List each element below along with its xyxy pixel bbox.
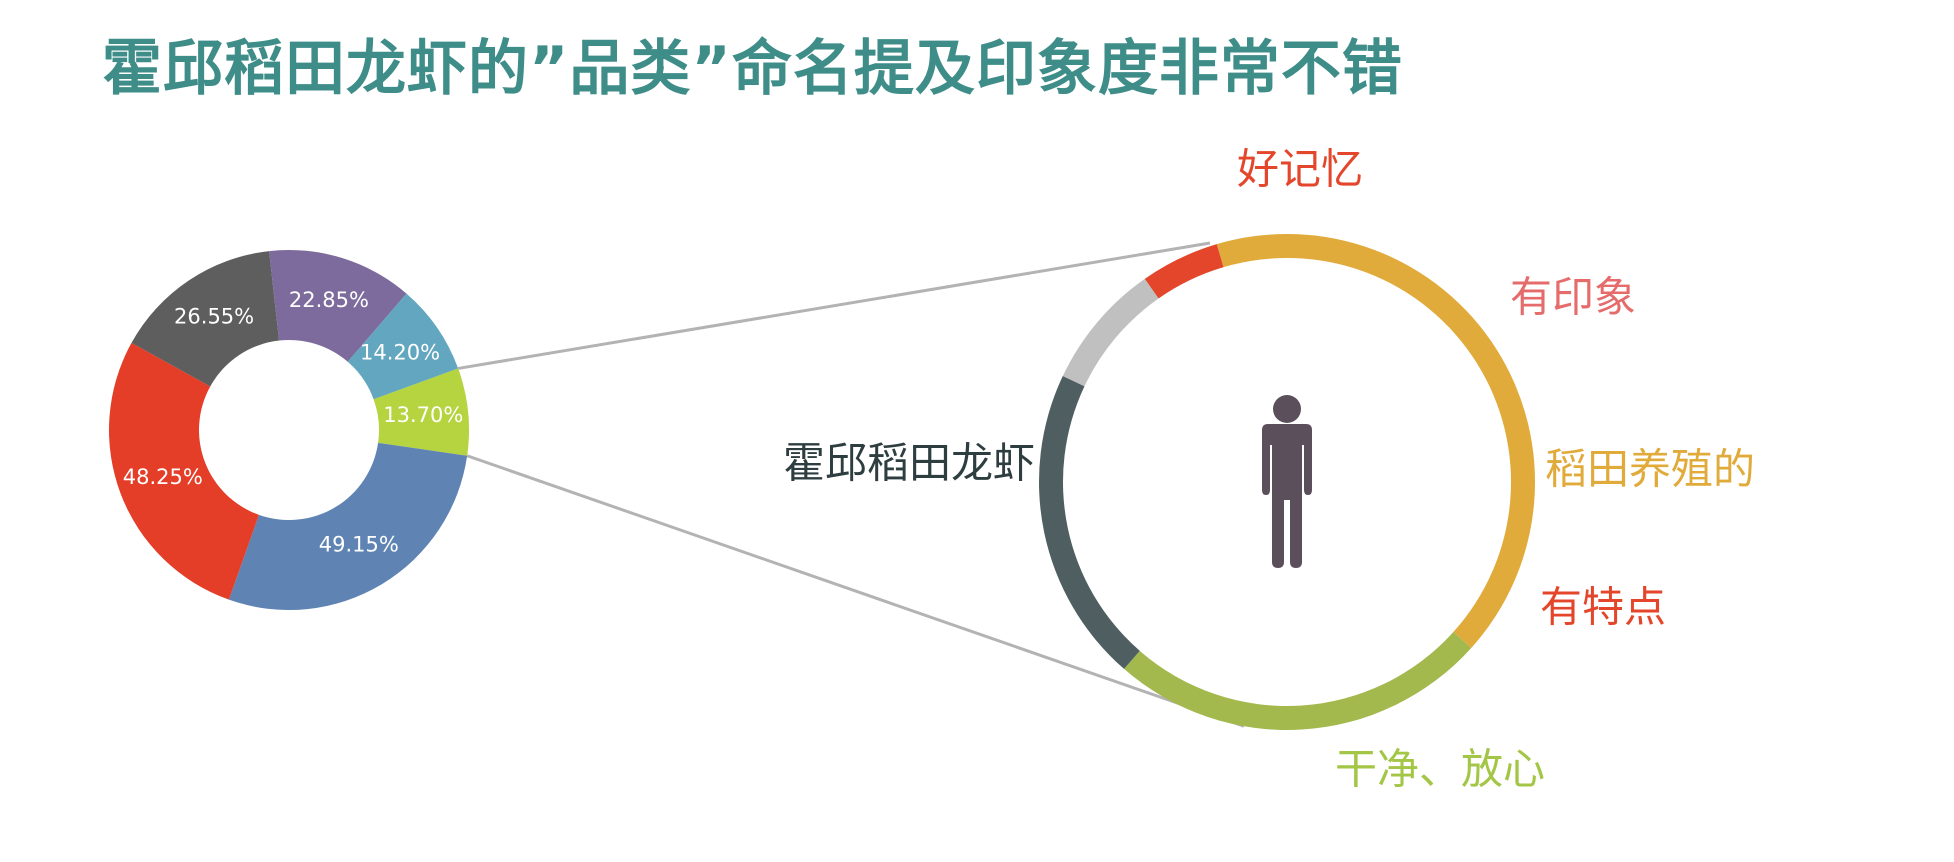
donut-slice-13-70 — [373, 368, 469, 456]
donut-chart — [108, 250, 469, 610]
ring-label-6: 霍邱稻田龙虾 — [783, 439, 1035, 488]
page-title: 霍邱稻田龙虾的”品类”命名提及印象度非常不错 — [102, 34, 1403, 104]
ring-label-4: 有特点 — [1540, 583, 1666, 632]
ring-label-3: 稻田养殖的 — [1545, 445, 1755, 494]
zoom-connector-lines — [457, 241, 1245, 728]
ring-label-2: 有印象 — [1510, 273, 1636, 322]
donut-slice-49-15 — [228, 442, 468, 610]
donut-chart-labels: 13.70% 49.15% 48.25% 26.55% 22.85% 14.20% — [123, 288, 464, 557]
ring-chart — [1039, 234, 1535, 730]
donut-label-13-70: 13.70% — [383, 403, 463, 427]
donut-slice-26-55 — [131, 251, 280, 387]
connector-line-bottom — [466, 454, 1245, 728]
donut-slice-14-20 — [347, 293, 459, 400]
donut-label-48-25: 48.25% — [123, 465, 203, 489]
donut-label-14-20: 14.20% — [360, 340, 440, 364]
donut-label-26-55: 26.55% — [174, 305, 254, 329]
ring-label-5: 干净、放心 — [1335, 745, 1545, 794]
donut-label-49-15: 49.15% — [319, 533, 399, 557]
donut-slice-22-85 — [269, 250, 407, 362]
ring-segment-5 — [1124, 631, 1472, 730]
donut-label-22-85: 22.85% — [289, 288, 369, 312]
donut-slice-48-25 — [108, 342, 259, 600]
ring-label-1: 好记忆 — [1237, 145, 1363, 194]
person-icon — [1262, 395, 1312, 568]
ring-segment-1 — [1144, 244, 1224, 299]
connector-line-top — [457, 241, 1211, 370]
ring-segment-6 — [1039, 375, 1140, 669]
ring-segment-7 — [1062, 278, 1159, 387]
